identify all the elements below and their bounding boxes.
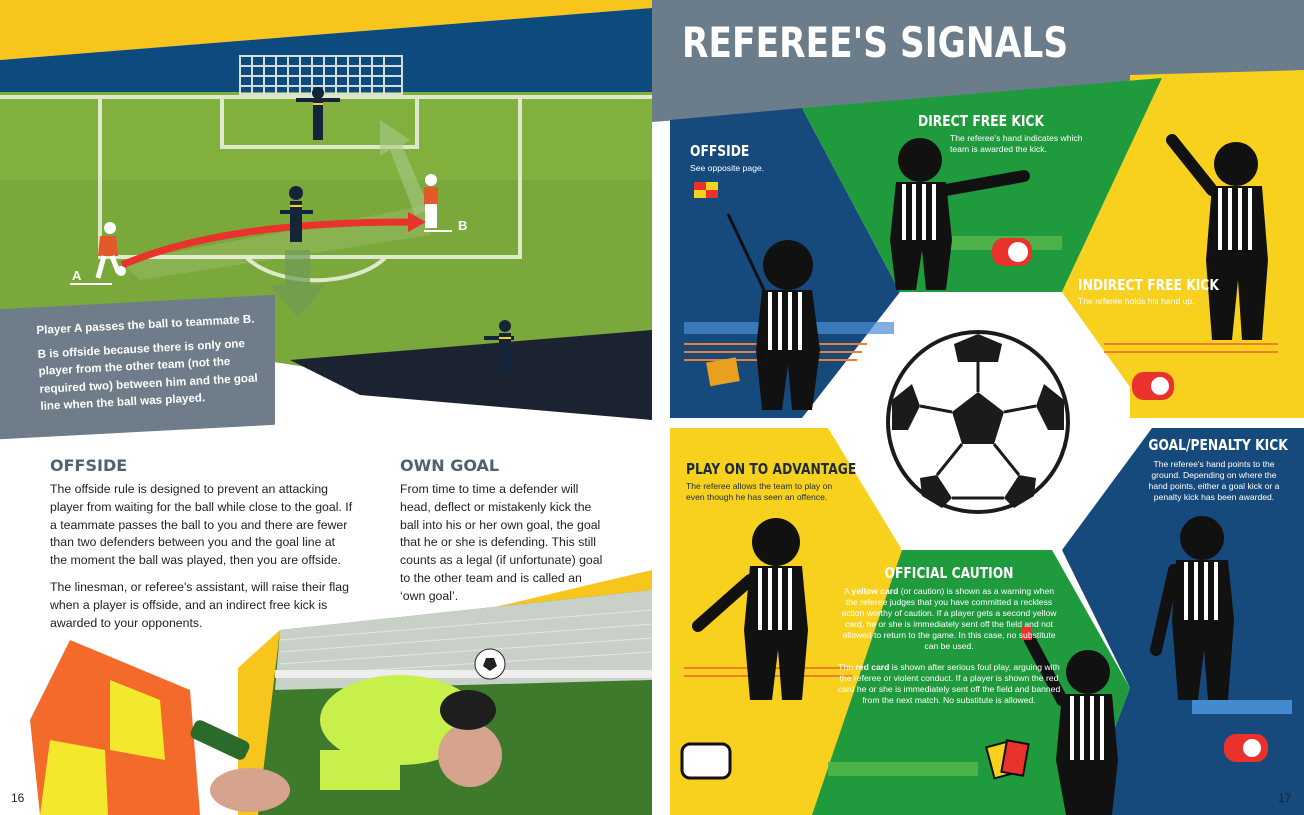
offside-panel-title: OFFSIDE (690, 142, 750, 160)
second-defender-figure (484, 320, 514, 374)
player-a-figure (70, 222, 126, 285)
official-caution-referee-figure (985, 626, 1118, 815)
offside-paragraph-2: The linesman, or referee's assistant, wi… (50, 579, 349, 630)
yellow-card-pre: A (843, 586, 852, 596)
indirect-free-kick-text: The referee holds his hand up. (1078, 296, 1195, 306)
offside-referee-figure (694, 182, 820, 410)
red-card-pre: The (838, 662, 856, 672)
player-b-figure (424, 174, 452, 232)
signals-background (652, 0, 1304, 815)
play-on-referee-figure (680, 518, 808, 780)
official-caution-title: OFFICIAL CAUTION (884, 564, 1014, 582)
own-goal-heading: OWN GOAL (400, 456, 500, 475)
yellow-card-bold: yellow card (851, 586, 899, 596)
red-card-bold: red card (855, 662, 890, 672)
own-goal-paragraph: From time to time a defender will head, … (400, 482, 603, 603)
indirect-free-kick-referee-figure (1132, 134, 1268, 400)
yellow-card-post: (or caution) is shown as a warning when … (841, 586, 1057, 651)
play-on-text: The referee allows the team to play on e… (686, 481, 833, 502)
direct-free-kick-title: DIRECT FREE KICK (918, 112, 1044, 130)
direct-free-kick-text: The referee's hand indicates which team … (950, 133, 1083, 154)
official-caution-red-text: The red card is shown after serious foul… (824, 662, 1074, 706)
goal-penalty-referee-figure (1150, 516, 1268, 762)
label-b: B (458, 218, 467, 233)
red-card-post: is shown after serious foul play, arguin… (837, 662, 1061, 705)
official-caution-yellow-text: A yellow card (or caution) is shown as a… (824, 586, 1074, 652)
play-on-title: PLAY ON TO ADVANTAGE (686, 460, 857, 478)
page-title: REFEREE'S SIGNALS (682, 18, 1069, 67)
offside-section: OFFSIDE The offside rule is designed to … (50, 456, 355, 641)
direct-free-kick-referee-figure (890, 138, 1032, 290)
offside-heading: OFFSIDE (50, 456, 128, 475)
goal-penalty-title: GOAL/PENALTY KICK (1148, 436, 1288, 454)
defender-figure (280, 186, 313, 242)
right-page: REFEREE'S SIGNALS OFFSIDE See opposite p… (652, 0, 1304, 815)
direct-free-kick-panel: DIRECT FREE KICK The referee's hand indi… (918, 112, 1098, 155)
indirect-free-kick-title: INDIRECT FREE KICK (1078, 276, 1219, 294)
caption-text: Player A passes the ball to teammate B. … (36, 310, 269, 415)
label-a: A (72, 268, 82, 283)
official-caution-panel: OFFICIAL CAUTION A yellow card (or cauti… (824, 564, 1074, 706)
goal-penalty-text: The referee's hand points to the ground.… (1148, 459, 1280, 502)
page-number-left: 16 (11, 791, 25, 805)
offside-panel-text: See opposite page. (690, 163, 765, 173)
left-page: B A Player A passes the ball to teammate… (0, 0, 652, 815)
caption-line-2: B is offside because there is only one p… (37, 336, 258, 413)
goalkeeper-photo (30, 570, 652, 815)
own-goal-section: OWN GOAL From time to time a defender wi… (400, 456, 605, 615)
offside-panel: OFFSIDE See opposite page. (690, 142, 810, 174)
play-on-panel: PLAY ON TO ADVANTAGE The referee allows … (686, 460, 866, 503)
page-number-right: 17 (1278, 791, 1292, 805)
goal-penalty-panel: GOAL/PENALTY KICK The referee's hand poi… (1134, 436, 1294, 503)
goalkeeper-figure (296, 87, 340, 140)
indirect-free-kick-panel: INDIRECT FREE KICK The referee holds his… (1078, 276, 1268, 307)
offside-paragraph-1: The offside rule is designed to prevent … (50, 482, 353, 568)
soccer-ball-graphic (886, 330, 1070, 514)
